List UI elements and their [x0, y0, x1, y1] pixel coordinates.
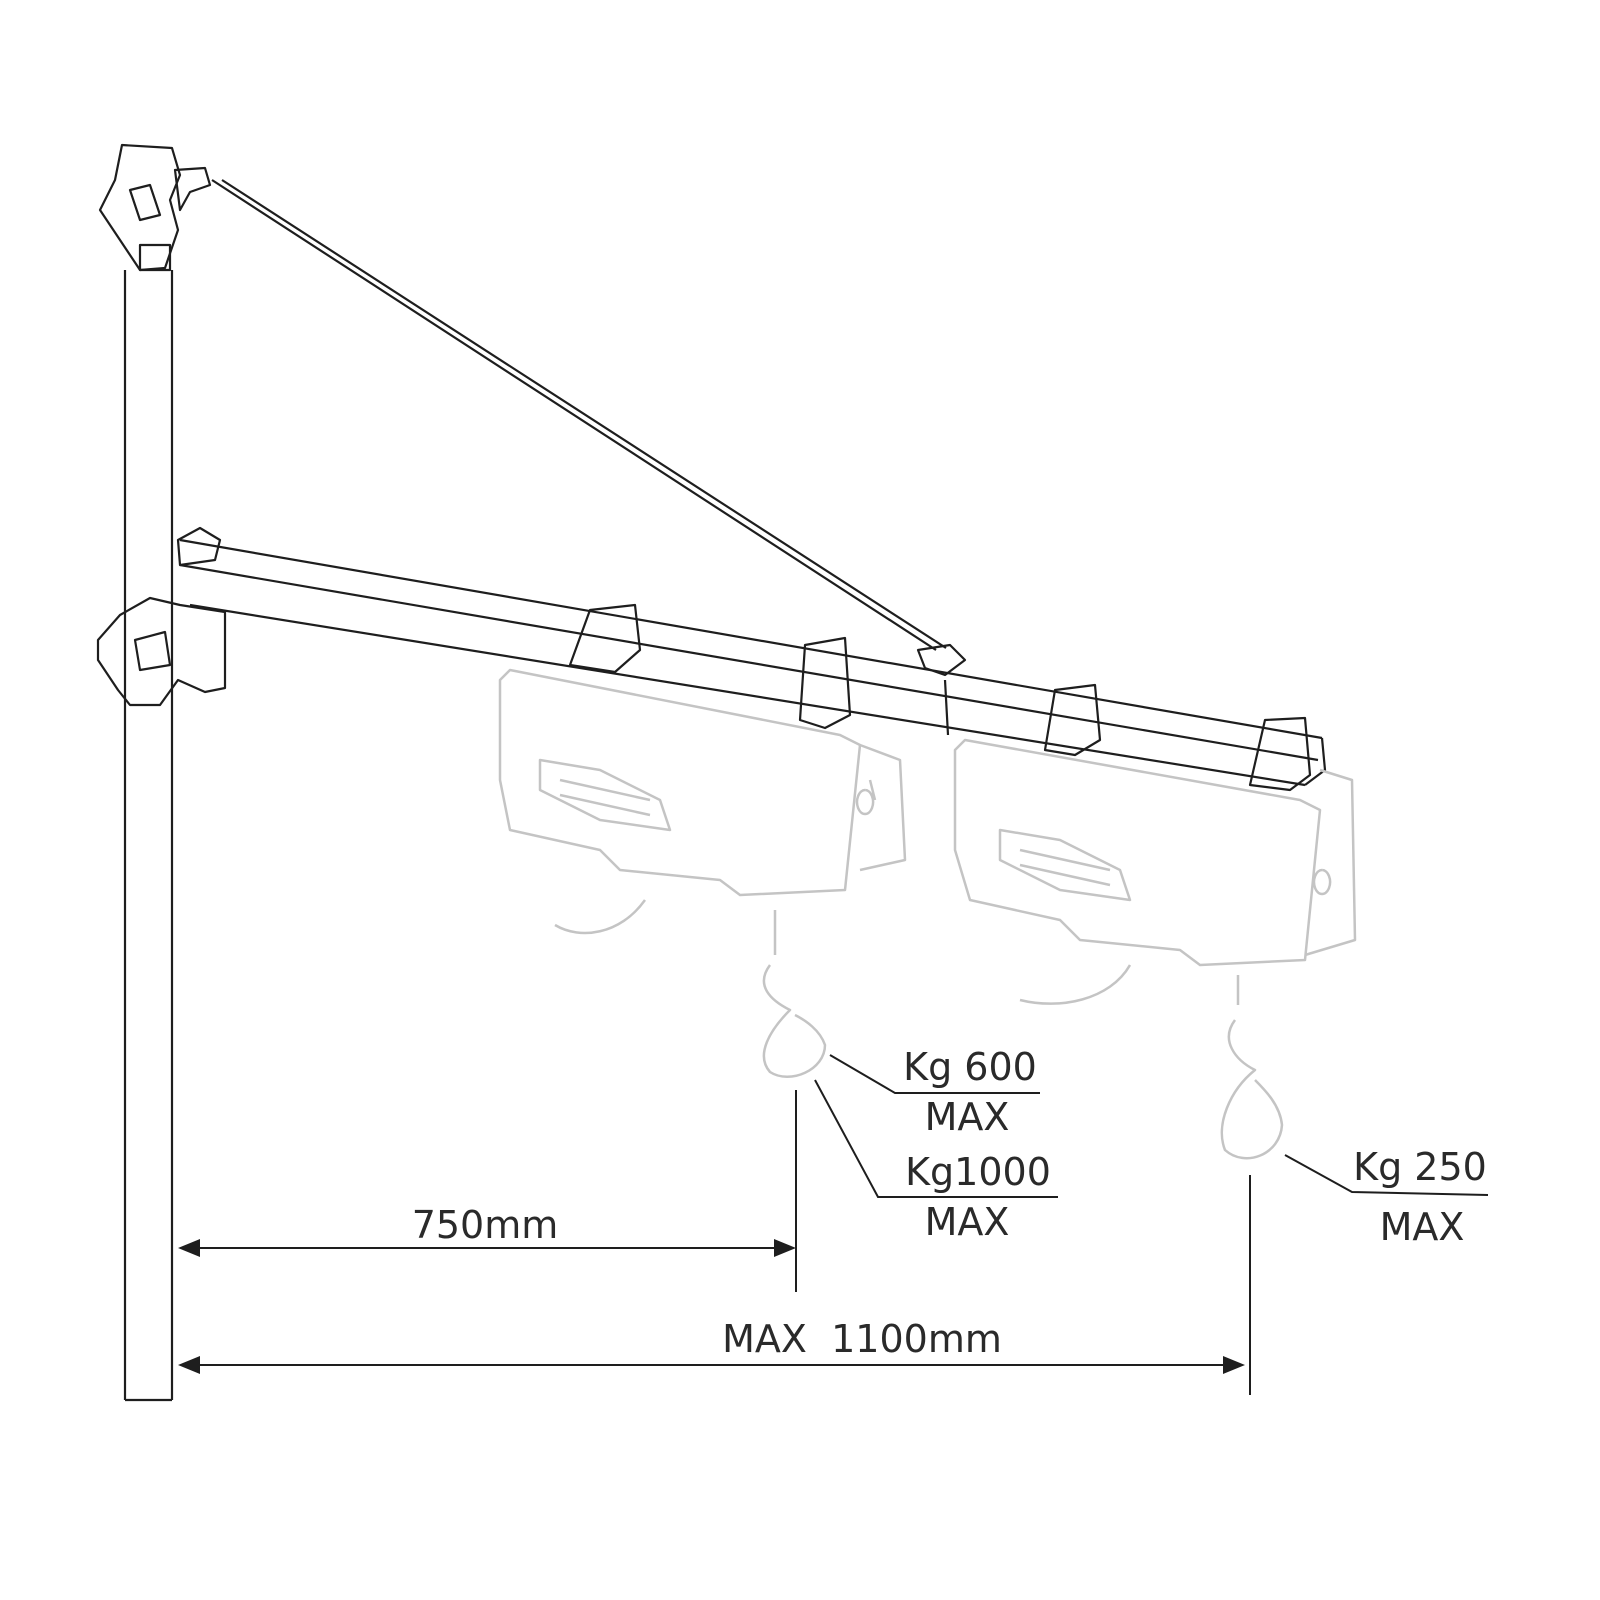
hoist-right [953, 738, 1357, 1160]
mast-pole [98, 143, 212, 1402]
load-label-1000: Kg1000 [905, 1150, 1051, 1194]
hoist-left [498, 668, 907, 1078]
dimension-label-1100: MAX 1100mm [722, 1317, 1002, 1361]
dimension-label-750: 750mm [412, 1203, 559, 1247]
load-label-1000-max: MAX [925, 1200, 1010, 1244]
boom-arm [179, 538, 1327, 792]
tie-rod [211, 179, 947, 651]
load-label-250-max: MAX [1380, 1205, 1465, 1249]
boom-bracket [96, 526, 227, 707]
dimension-750 [178, 1090, 797, 1292]
leader-lines [814, 1054, 1489, 1198]
dimension-1100 [178, 1175, 1251, 1395]
load-label-600-max: MAX [925, 1095, 1010, 1139]
load-label-250: Kg 250 [1353, 1145, 1487, 1189]
load-label-600: Kg 600 [903, 1045, 1037, 1089]
